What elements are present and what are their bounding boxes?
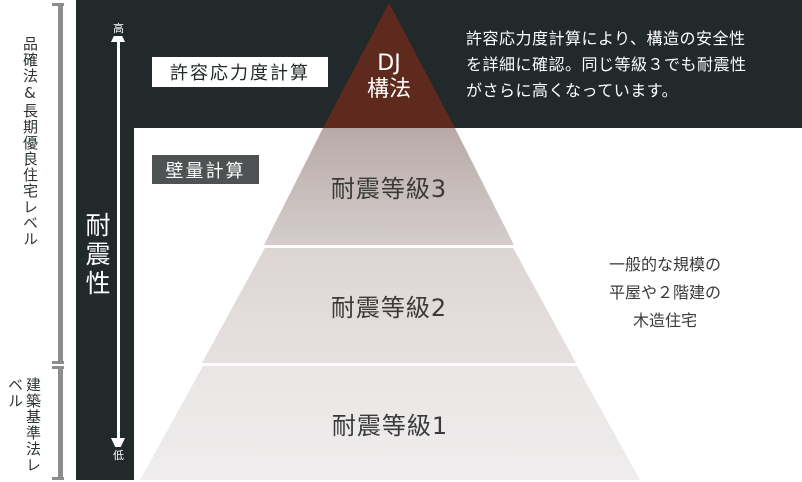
pyramid-tier-1: 耐震等級1 (140, 366, 640, 480)
note-text: 一般的な規模の 平屋や２階建の 木造住宅 (608, 255, 721, 330)
axis-high-label: 高 (113, 20, 124, 36)
pyramid-tier-2: 耐震等級2 (202, 248, 576, 363)
lower-bracket-top-tick (52, 366, 64, 369)
lower-level-label: 建築基準法レベル (6, 377, 42, 477)
tier3-label: 耐震等級3 (330, 175, 448, 203)
axis-title-text: 耐震性 (82, 212, 111, 299)
pyramid-tier-3: 耐震等級3 (264, 128, 514, 245)
axis-line (117, 40, 120, 445)
lower-level-bracket (58, 366, 63, 480)
tier1-label: 耐震等級1 (331, 411, 449, 440)
wall-calc-label: 壁量計算 (152, 155, 259, 184)
upper-level-bracket (58, 3, 63, 363)
lower-bracket-bottom-tick (52, 477, 64, 480)
axis-low-label: 低 (113, 447, 124, 463)
upper-bracket-bottom-tick (52, 361, 64, 364)
upper-bracket-top-tick (52, 3, 64, 6)
lower-level-label-text: 建築基準法レベル (6, 377, 42, 473)
detailed-calc-label: 許容応力度計算 (152, 57, 328, 87)
upper-level-label: 品確法&長期優良住宅レベル (21, 36, 39, 247)
axis-title: 耐震性 (81, 206, 111, 305)
pyramid-top-text: DJ 構法 (366, 50, 411, 102)
description-text: 許容応力度計算により、構造の安全性 を詳細に確認。同じ等級３でも耐震性 がさらに… (466, 29, 747, 100)
tier2-label: 耐震等級2 (330, 294, 448, 322)
